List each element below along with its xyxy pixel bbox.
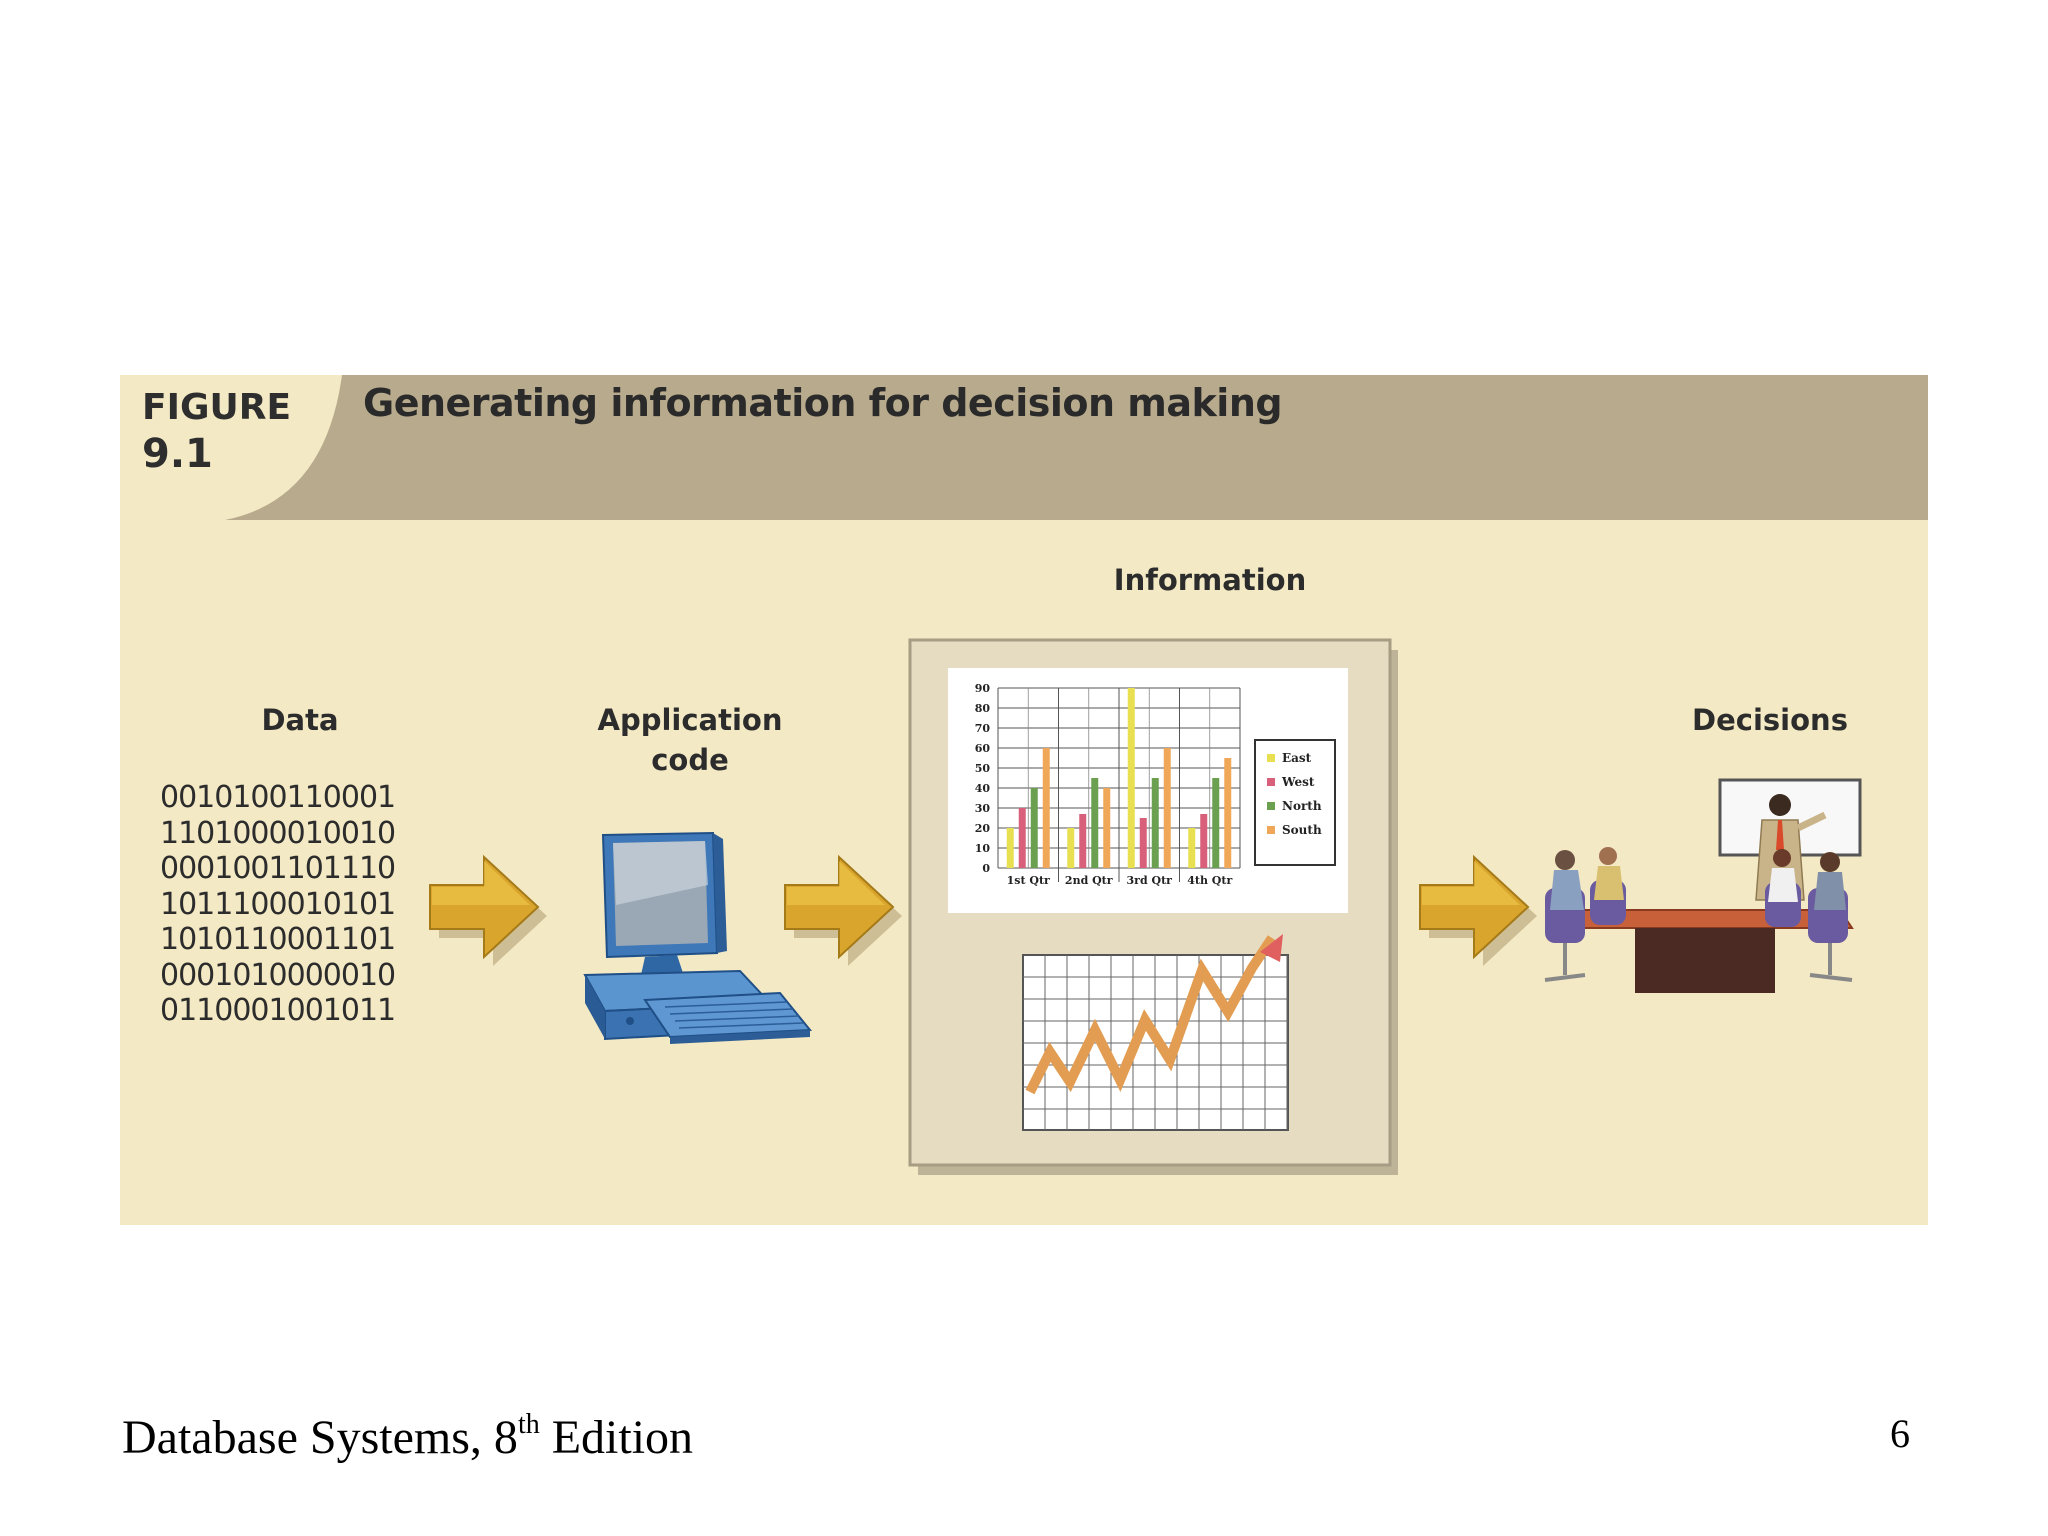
- trend-arrowhead: [1260, 934, 1283, 962]
- computer-icon: [583, 831, 813, 1044]
- legend-swatch-north: [1267, 802, 1275, 810]
- binary-line: 1011100010101: [160, 886, 396, 922]
- legend-label-west: West: [1281, 775, 1315, 789]
- bar-north-4: [1212, 778, 1220, 868]
- line-chart-grid: [1023, 955, 1288, 1130]
- information-board: 90 80 70 60 50 40 30 20 10 0 1st Qtr 2nd Qtr 3rd Qtr…: [908, 638, 1398, 1175]
- binary-line: 1010110001101: [160, 922, 396, 957]
- application-label-line2: code: [651, 743, 729, 777]
- binary-line: 0110001001011: [160, 993, 396, 1028]
- figure-label-word: FIGURE: [142, 387, 292, 428]
- y-tick-label: 0: [982, 862, 990, 875]
- x-tick-label: 1st Qtr: [1007, 874, 1050, 887]
- flow-arrow-icon: [784, 854, 902, 966]
- bar-east-4: [1188, 828, 1196, 868]
- bar-west-2: [1079, 814, 1087, 868]
- trend-line: [1025, 935, 1277, 1095]
- legend-swatch-south: [1267, 826, 1275, 834]
- y-tick-label: 40: [975, 782, 991, 795]
- y-tick-label: 30: [975, 802, 991, 815]
- application-label-line1: Application: [597, 703, 783, 737]
- figure-panel: FIGURE 9.1 Generating information for de…: [120, 375, 1928, 1225]
- footer-title-main: Database Systems, 8: [122, 1411, 518, 1464]
- figure-label-tab: [120, 375, 342, 520]
- y-tick-label: 20: [975, 822, 991, 835]
- bar-south-3: [1163, 748, 1171, 868]
- application-code-label: Application code: [540, 700, 840, 780]
- bar-east-1: [1006, 828, 1014, 868]
- page-number: 6: [1890, 1411, 1910, 1456]
- binary-line: 0001001101110: [160, 851, 396, 886]
- flow-arrow-icon: [429, 854, 547, 966]
- bar-south-2: [1103, 788, 1111, 868]
- footer-title-tail: Edition: [539, 1411, 694, 1464]
- footer-title-superscript: th: [517, 1409, 540, 1440]
- seated-person-left-2: [1590, 847, 1626, 925]
- bar-north-1: [1030, 788, 1038, 868]
- decisions-label: Decisions: [1692, 703, 1848, 737]
- y-tick-label: 60: [975, 742, 991, 755]
- figure-label: FIGURE 9.1: [142, 385, 291, 477]
- seated-person-right-1: [1765, 849, 1801, 927]
- data-label: Data: [261, 703, 339, 737]
- bar-west-3: [1139, 818, 1147, 868]
- footer-book-title: Database Systems, 8th Edition: [122, 1410, 693, 1465]
- binary-line: 0001010000010: [160, 957, 396, 993]
- binary-line: 0010100110001: [160, 780, 396, 815]
- legend-label-north: North: [1282, 799, 1322, 813]
- bar-east-3: [1127, 688, 1135, 868]
- binary-line: 1101000010010: [160, 815, 396, 851]
- y-tick-label: 90: [975, 682, 991, 695]
- figure-label-number: 9.1: [142, 431, 213, 477]
- bar-east-2: [1067, 828, 1075, 868]
- y-tick-label: 50: [975, 762, 991, 775]
- bar-north-2: [1091, 778, 1099, 868]
- x-tick-label: 3rd Qtr: [1127, 874, 1173, 887]
- binary-data-block: 0010100110001 1101000010010 000100110111…: [160, 780, 420, 1029]
- legend-swatch-east: [1267, 754, 1275, 762]
- y-tick-label: 70: [975, 722, 991, 735]
- figure-header: FIGURE 9.1 Generating information for de…: [120, 375, 1928, 520]
- bar-chart: 90 80 70 60 50 40 30 20 10 0 1st Qtr 2nd Qtr 3rd Qtr…: [975, 682, 1336, 887]
- figure-title: Generating information for decision maki…: [363, 381, 1283, 425]
- bar-south-1: [1042, 748, 1050, 868]
- y-tick-label: 80: [975, 702, 991, 715]
- bar-west-4: [1200, 814, 1208, 868]
- seated-person-left-1: [1545, 850, 1585, 943]
- x-tick-label: 4th Qtr: [1187, 874, 1232, 887]
- legend-label-east: East: [1282, 751, 1312, 765]
- legend-label-south: South: [1282, 823, 1322, 837]
- bar-west-1: [1018, 808, 1026, 868]
- x-tick-label: 2nd Qtr: [1065, 874, 1113, 887]
- legend-swatch-west: [1267, 778, 1275, 786]
- bar-south-4: [1224, 758, 1232, 868]
- y-tick-label: 10: [975, 842, 991, 855]
- flow-arrow-icon: [1419, 854, 1537, 966]
- information-label: Information: [1113, 563, 1307, 597]
- bar-north-3: [1151, 778, 1159, 868]
- meeting-icon: [1544, 778, 1862, 993]
- seated-person-right-2: [1808, 852, 1848, 943]
